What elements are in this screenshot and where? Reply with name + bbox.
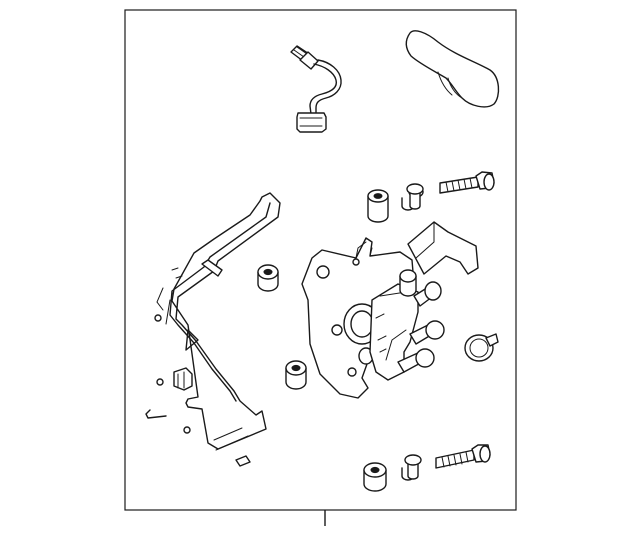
pump-assembly-part[interactable] xyxy=(301,221,479,399)
hose-part[interactable] xyxy=(405,30,500,108)
mounting-bracket-part[interactable] xyxy=(145,192,281,467)
bushing-lower-left-part[interactable] xyxy=(285,360,307,390)
collar-bottom-part[interactable] xyxy=(401,454,422,481)
collar-upper-part[interactable] xyxy=(401,183,424,211)
wiring-harness-part[interactable] xyxy=(290,45,342,133)
bushing-bottom-part[interactable] xyxy=(363,462,387,492)
bolt-upper-part[interactable] xyxy=(439,171,495,194)
bushing-left-part[interactable] xyxy=(257,264,279,292)
bolt-bottom-part[interactable] xyxy=(435,444,491,469)
bushing-upper-part[interactable] xyxy=(367,189,389,223)
hose-clamp-part[interactable] xyxy=(464,333,499,362)
diagram-frame xyxy=(124,9,517,511)
